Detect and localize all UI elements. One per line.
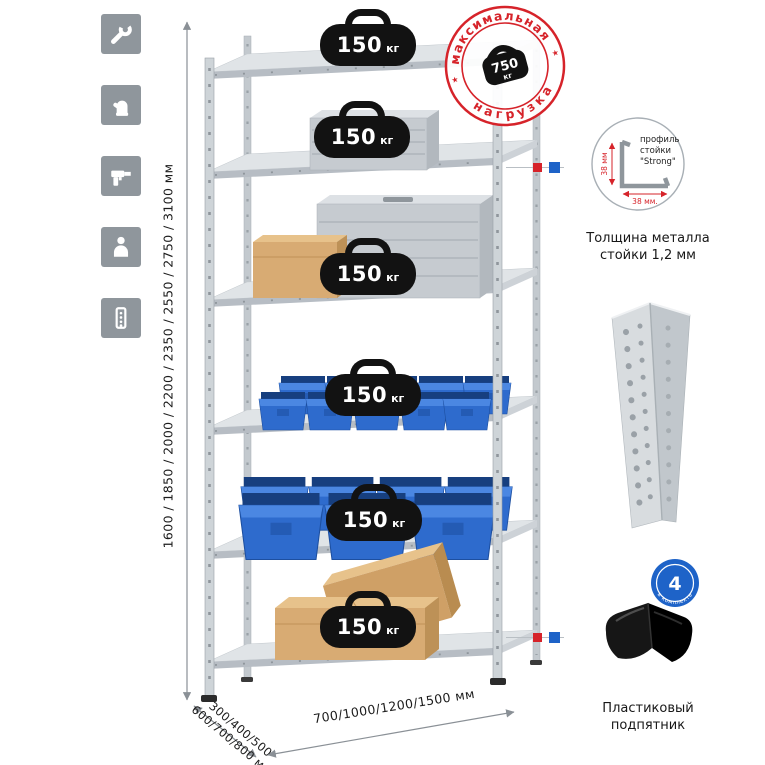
profile-caption-line1: Толщина металла <box>586 231 710 246</box>
shelf-load-badge-1: 150 кг <box>320 24 416 66</box>
profile-label-line1: профиль <box>640 135 679 145</box>
shelf-load-unit: кг <box>386 624 400 637</box>
wrench-icon <box>111 23 132 44</box>
shelf-load-badge-4: 150 кг <box>325 374 421 416</box>
profile-label-line3: "Strong" <box>640 157 676 167</box>
icon-tile-drill <box>101 156 141 196</box>
profile-caption-line2: стойки 1,2 мм <box>600 247 696 263</box>
shelf-load-unit: кг <box>391 392 405 405</box>
height-dimension-line <box>182 21 192 701</box>
person-icon <box>113 236 129 257</box>
icon-tile-rack-profile <box>101 298 141 338</box>
profile-caption: Толщина металла стойки 1,2 мм <box>578 231 718 265</box>
foot-caption: Пластиковый подпятник <box>578 701 718 735</box>
profile-dim-horizontal: 38 мм. <box>632 197 658 206</box>
shelf-load-value: 150 <box>336 615 383 639</box>
shelf-load-unit: кг <box>386 42 400 55</box>
max-load-stamp: максимальная нагрузка ★ ★ 750 кг <box>441 2 566 130</box>
rack-profile-icon <box>115 307 127 329</box>
icon-tile-person <box>101 227 141 267</box>
shelf-load-unit: кг <box>386 271 400 284</box>
stamp-star-right: ★ <box>551 48 560 59</box>
callout-marker-red-top <box>533 163 542 172</box>
shelf-load-value: 150 <box>341 383 388 407</box>
quantity-badge-number: 4 <box>668 573 681 595</box>
icon-tile-gloves <box>101 85 141 125</box>
drill-icon <box>111 170 131 186</box>
foot-caption-line1: Пластиковый <box>602 701 694 716</box>
post-profile-detail: 38 мм 38 мм. профиль стойки "Strong" <box>591 117 685 211</box>
foot-caption-line2: подпятник <box>610 717 686 733</box>
gloves-icon <box>113 100 129 116</box>
callout-marker-blue-bottom <box>549 632 560 643</box>
shelf-load-value: 150 <box>330 125 377 149</box>
stamp-star-left: ★ <box>450 75 459 86</box>
shelf-load-badge-3: 150 кг <box>320 253 416 295</box>
callout-marker-red-bottom <box>533 633 542 642</box>
profile-drawing <box>619 142 668 189</box>
height-dimension-label: 1600 / 1850 / 2000 / 2200 / 2350 / 2550 … <box>160 163 176 549</box>
shelf-load-unit: кг <box>380 134 394 147</box>
perforated-post-illustration <box>611 301 691 529</box>
profile-dim-vertical: 38 мм <box>600 152 609 175</box>
shelf-load-value: 150 <box>342 508 389 532</box>
shelf-load-value: 150 <box>336 33 383 57</box>
profile-label-line2: стойки <box>640 146 671 156</box>
stamp-load-unit: кг <box>502 71 513 82</box>
stamp-kettlebell-body <box>482 49 529 86</box>
shelf-load-badge-5: 150 кг <box>326 499 422 541</box>
shelf-load-unit: кг <box>392 517 406 530</box>
shelf-load-badge-6: 150 кг <box>320 606 416 648</box>
plastic-foot-illustration <box>605 602 693 662</box>
width-dimension-line <box>267 709 515 758</box>
shelf-load-value: 150 <box>336 262 383 286</box>
icon-tile-wrench <box>101 14 141 54</box>
stamp-load-value: 750 <box>490 56 520 78</box>
shelf-load-badge-2: 150 кг <box>314 116 410 158</box>
depth-dimension-line <box>193 705 257 758</box>
callout-marker-blue-top <box>549 162 560 173</box>
quantity-badge: в комплекте 4 <box>651 559 699 607</box>
